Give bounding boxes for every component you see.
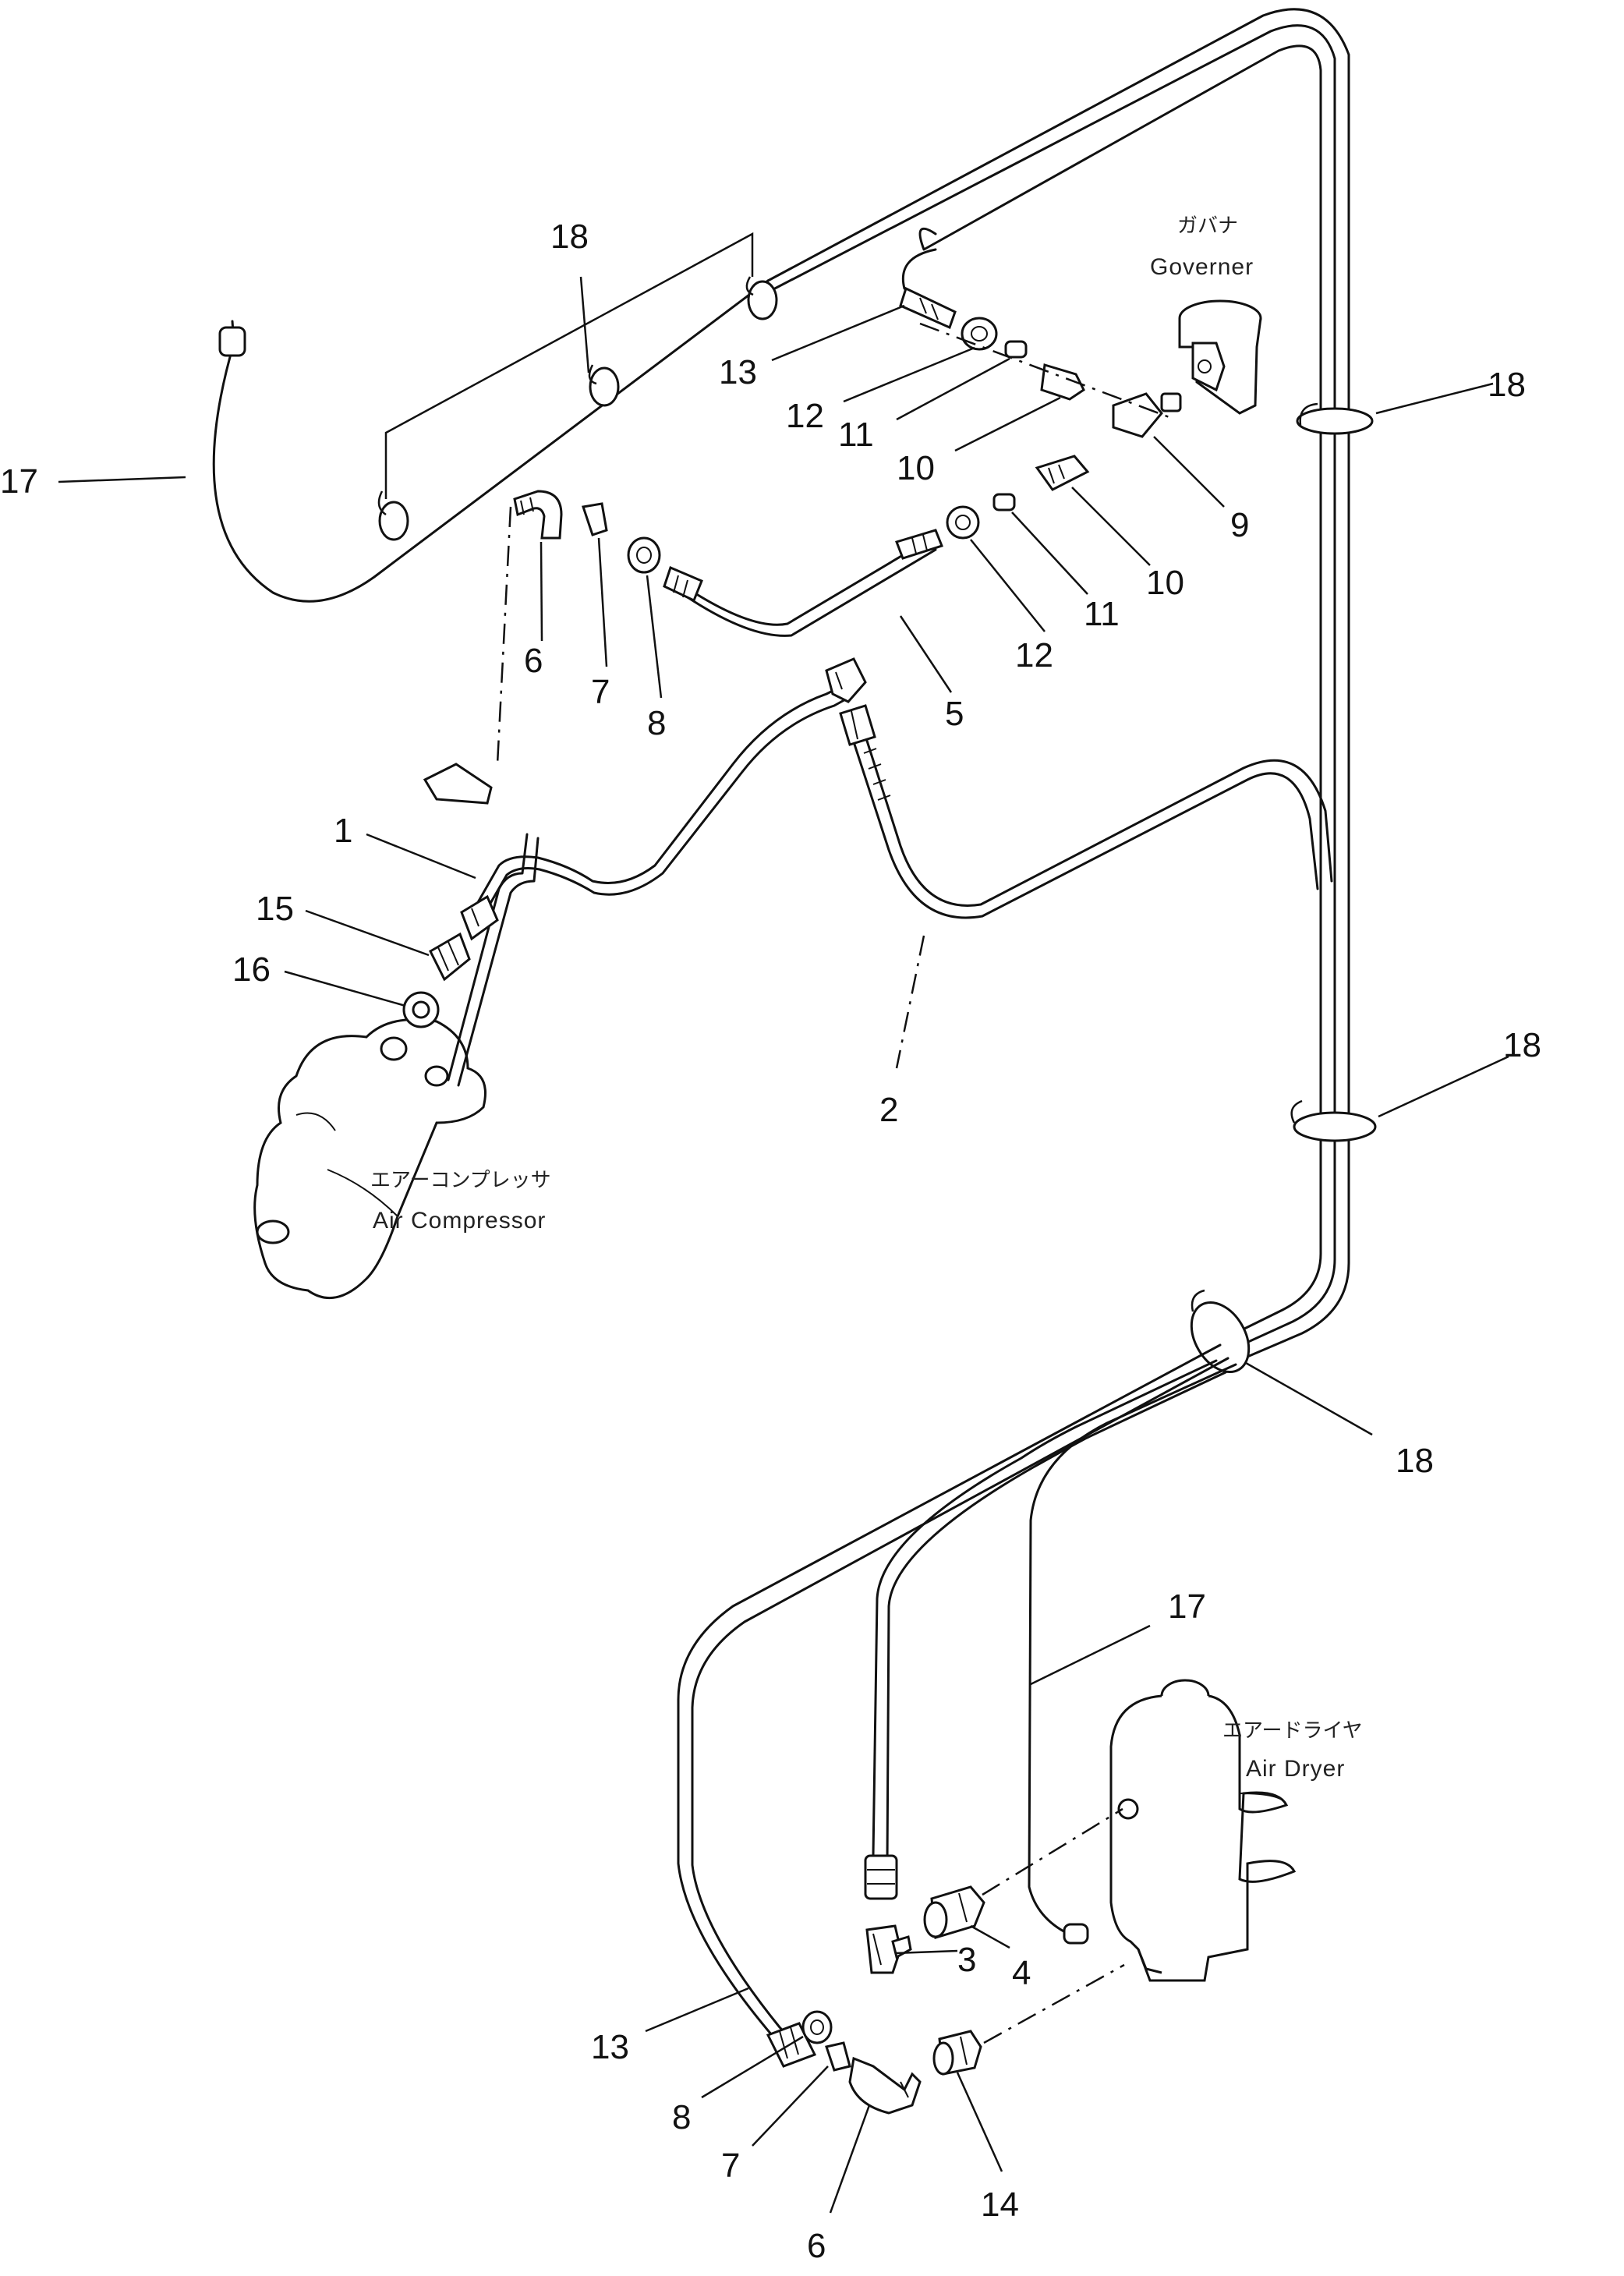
nut-8-lower [801, 2010, 833, 2044]
nut-8-upper [627, 536, 661, 574]
washer-16 [402, 991, 440, 1028]
governor-label-en: Governer [1150, 254, 1254, 280]
hose-2 [839, 704, 1333, 919]
elbow-6-upper [513, 490, 563, 540]
pipe-1 [460, 657, 867, 941]
centerline-hose2 [895, 935, 925, 1069]
callout-6: 6 [807, 2227, 826, 2265]
callout-1: 1 [334, 812, 352, 850]
callout-13: 13 [591, 2028, 629, 2066]
tee-9 [1112, 392, 1163, 438]
callout-18: 18 [550, 218, 589, 256]
callout-18: 18 [1396, 1442, 1434, 1480]
clamp-18-lower [1190, 1289, 1251, 1374]
callout-6: 6 [524, 642, 543, 680]
hose-end-cap [218, 326, 246, 357]
callout-12: 12 [1015, 636, 1053, 674]
centerline-governor [919, 322, 1174, 420]
clamp-18-right-mid [1290, 1099, 1377, 1142]
fitting-3 [865, 1924, 912, 1974]
callout-12: 12 [786, 397, 824, 435]
compressor-bracket [423, 763, 493, 805]
callout-11: 11 [1084, 595, 1120, 633]
compressor-pipe-b [457, 837, 540, 1087]
callout-4: 4 [1012, 1954, 1031, 1992]
clamp-18-upper [377, 276, 778, 541]
nut-12-lower [946, 505, 980, 540]
centerline-dryer-in [982, 1807, 1123, 1896]
callout-18: 18 [1503, 1026, 1541, 1064]
governor-label-jp: ガバナ [1177, 214, 1238, 238]
callout-17: 17 [1168, 1588, 1206, 1626]
callout-10: 10 [1146, 564, 1184, 602]
callout-7: 7 [591, 673, 610, 711]
callout-14: 14 [981, 2186, 1019, 2224]
sleeve-11-lower [992, 493, 1016, 511]
callout-3: 3 [957, 1941, 976, 1979]
hose-17-upper [212, 279, 770, 603]
callout-7: 7 [721, 2147, 740, 2185]
callout-17: 17 [0, 462, 38, 501]
clamp-bracket [384, 232, 754, 499]
governor [1178, 299, 1262, 415]
fitting-14 [932, 2030, 982, 2076]
dryer-label-jp: エアードライヤ [1222, 1719, 1363, 1743]
leader-lines [58, 276, 1509, 2214]
callout-8: 8 [672, 2098, 691, 2136]
callout-5: 5 [945, 695, 964, 733]
centerline [496, 506, 512, 765]
callout-11: 11 [838, 416, 874, 454]
lower-pipes [677, 1343, 1237, 2068]
callout-16: 16 [232, 950, 271, 989]
elbow-6-lower [848, 2056, 922, 2115]
sleeve-11-upper [1004, 340, 1028, 359]
compressor-label-en: Air Compressor [373, 1208, 546, 1234]
fitting-4 [923, 1885, 985, 1939]
nut-12-upper [961, 317, 998, 351]
callout-2: 2 [879, 1091, 898, 1129]
callout-8: 8 [647, 704, 666, 742]
compressor-label-jp: エアーコンプレッサ [370, 1169, 551, 1192]
callout-15: 15 [256, 890, 294, 928]
callout-10: 10 [897, 449, 935, 487]
callout-13: 13 [719, 353, 757, 391]
air-compressor [253, 1018, 486, 1300]
centerline-dryer-out [983, 1963, 1125, 2044]
connector-10-upper [1040, 363, 1085, 401]
sleeve-7-lower [825, 2041, 851, 2072]
clamp-18-right-top [1296, 402, 1374, 435]
main-pipe-bundle [766, 8, 1350, 1358]
air-dryer [1109, 1679, 1297, 1982]
sleeve-7-upper [582, 502, 608, 536]
callout-9: 9 [1230, 506, 1249, 544]
hose-5-assembly [513, 455, 1090, 637]
governor-fittings [899, 286, 1182, 438]
callout-18: 18 [1488, 366, 1526, 404]
dryer-label-en: Air Dryer [1246, 1756, 1345, 1782]
connector-15 [429, 932, 471, 982]
